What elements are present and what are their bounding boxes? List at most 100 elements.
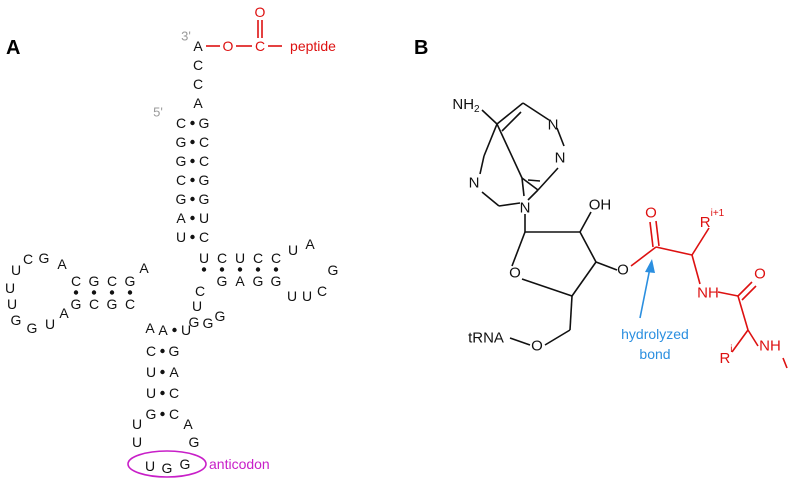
trna-label: tRNA	[468, 330, 504, 347]
bond	[481, 191, 500, 207]
nt: G	[199, 172, 210, 188]
bond	[717, 291, 739, 297]
nt: G	[217, 273, 228, 289]
t-arm: U C U C C G A G G U A G U U C	[199, 236, 339, 304]
nt: G	[203, 315, 214, 331]
anticodon-nt-2: G	[162, 460, 173, 476]
five-prime-label: 5'	[153, 105, 163, 120]
nt: G	[215, 308, 226, 324]
nt: G	[189, 314, 200, 330]
base-pair-dot	[190, 158, 195, 164]
nt: G	[107, 296, 118, 312]
carbonyl-oxygen-label: O	[645, 205, 657, 222]
nt: G	[11, 312, 22, 328]
bond	[579, 231, 597, 263]
base-pair-dot	[190, 215, 195, 221]
nt: C	[23, 251, 33, 267]
bond	[655, 220, 660, 247]
linker-oxygen-label: O	[531, 338, 543, 355]
nt: C	[199, 229, 209, 245]
hydroxyl-label: OH	[589, 197, 612, 214]
nt: C	[169, 385, 179, 401]
bond	[527, 179, 541, 182]
ribose-ring	[509, 211, 618, 346]
nt: C	[176, 172, 186, 188]
base-pair-dot	[219, 267, 225, 272]
nt: C	[253, 250, 263, 266]
bond	[579, 211, 592, 233]
base-pair-dot	[172, 327, 177, 333]
bond	[527, 189, 539, 201]
nt: C	[199, 153, 209, 169]
nt: U	[146, 364, 156, 380]
nt: U	[146, 385, 156, 401]
bond	[544, 329, 571, 346]
terminal-nh-label: NH	[759, 338, 781, 355]
nt: G	[89, 273, 100, 289]
nt: U	[192, 298, 202, 314]
base-pair-dot	[273, 267, 279, 272]
nt: C	[317, 283, 327, 299]
bond	[569, 295, 573, 331]
hydrolysis-arrow-head	[645, 259, 655, 273]
anticodon-loop: U U A G U G G	[132, 416, 200, 476]
base-pair-dot	[190, 120, 195, 126]
anticodon-nt-1: U	[145, 458, 155, 474]
nt: C	[125, 296, 135, 312]
base-pair-dot	[190, 234, 195, 240]
base-pair-dot	[160, 369, 165, 375]
anticodon-stem: A C U U G U G A C C	[146, 322, 192, 422]
bond	[483, 123, 498, 157]
bond	[501, 111, 522, 132]
base-pair-dot	[109, 290, 115, 295]
nt: C	[71, 273, 81, 289]
nt: G	[27, 320, 38, 336]
three-prime-label: 3'	[181, 29, 191, 44]
bond	[522, 102, 550, 121]
ester-oxygen: O	[223, 38, 234, 54]
bond	[496, 102, 524, 125]
nt: A	[183, 416, 193, 432]
nt: C	[169, 406, 179, 422]
nt: U	[302, 288, 312, 304]
nt-acc-a73: A	[193, 95, 203, 111]
bond	[691, 227, 710, 256]
carbonyl-oxygen-2-label: O	[754, 266, 766, 283]
nt: C	[89, 296, 99, 312]
base-pair-dot	[237, 267, 243, 272]
side-chain-r2-label: Ri	[719, 344, 732, 367]
nt: U	[11, 262, 21, 278]
nt: U	[181, 322, 191, 338]
n9-label: N	[520, 200, 531, 217]
nt-acc-c75: C	[193, 57, 203, 73]
nt: U	[176, 229, 186, 245]
hydrolysis-arrow-shaft	[639, 267, 651, 319]
base-pair-dot	[160, 348, 165, 354]
bond	[691, 254, 701, 285]
anticodon-nt-3: G	[180, 456, 191, 472]
ester-carbon: C	[255, 38, 265, 54]
bond	[498, 202, 521, 207]
bond	[511, 231, 526, 267]
nt: G	[253, 273, 264, 289]
nt: G	[39, 250, 50, 266]
bond	[782, 357, 788, 369]
aminoacyl-chain	[630, 220, 788, 369]
nh2-label: NH2	[452, 96, 480, 115]
bond	[655, 246, 693, 256]
bond	[630, 246, 657, 267]
nt-acc-c74: C	[193, 76, 203, 92]
nt: U	[287, 288, 297, 304]
anticodon-ellipse	[127, 450, 207, 478]
nt: G	[199, 115, 210, 131]
nt-junction-a26: A	[145, 320, 155, 336]
nt: A	[59, 305, 69, 321]
base-pair-dot	[190, 139, 195, 145]
bond	[521, 177, 539, 191]
bond	[649, 221, 654, 248]
base-pair-dot	[255, 267, 261, 272]
nt: C	[146, 343, 156, 359]
nt: C	[107, 273, 117, 289]
